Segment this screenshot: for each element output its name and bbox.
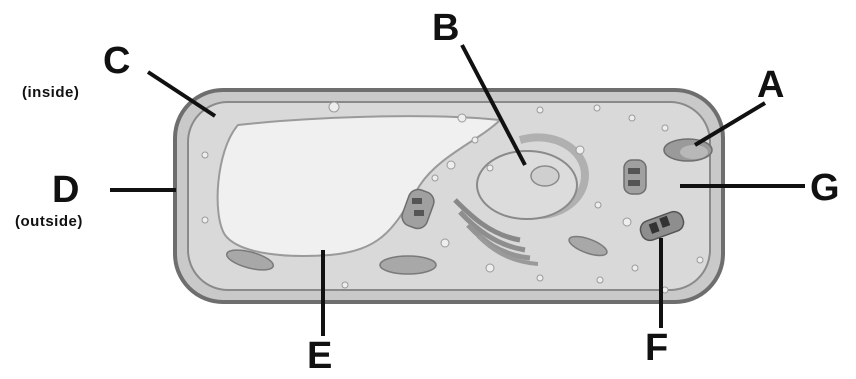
chloroplast-a [664,139,712,161]
label-c-sub: (inside) [22,84,79,101]
label-d-sub: (outside) [15,213,83,230]
label-f: F [645,327,668,369]
label-b: B [432,7,459,49]
nucleus [477,151,577,219]
label-c: C [103,40,130,82]
label-g: G [810,167,840,209]
label-a: A [757,64,784,106]
nucleolus [531,166,559,186]
label-e: E [307,335,332,374]
label-d: D [52,169,79,211]
